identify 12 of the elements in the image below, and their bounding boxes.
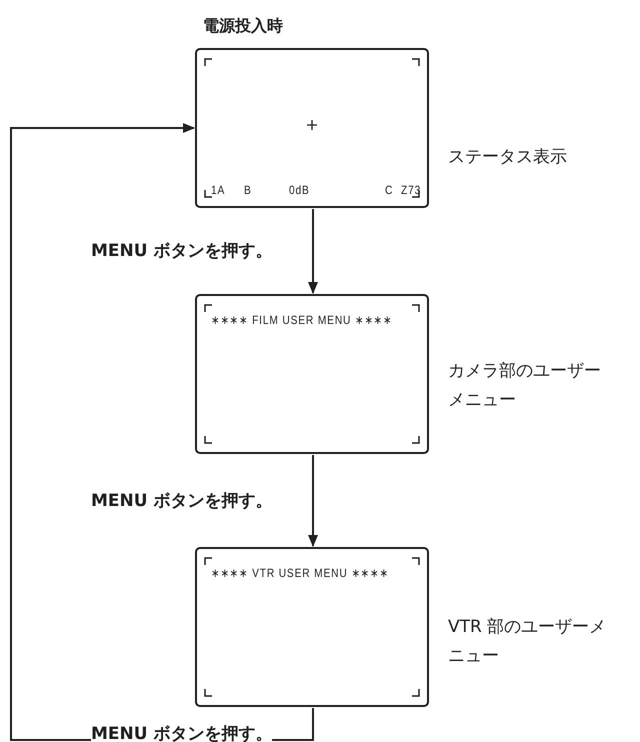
menu-title: ∗∗∗∗ VTR USER MENU ∗∗∗∗	[211, 566, 390, 580]
status-text: 1A	[211, 183, 226, 197]
heading: 電源投入時	[203, 16, 283, 37]
status-text: C	[385, 183, 394, 197]
status-text: B	[244, 183, 252, 197]
caption-text: カメラ部のユーザーメニュー	[448, 360, 602, 412]
arrow	[308, 455, 318, 547]
menu-title: ∗∗∗∗ FILM USER MENU ∗∗∗∗	[211, 313, 394, 327]
caption-text: VTR 部のユーザーメニュー	[448, 616, 608, 668]
status-text: 0dB	[289, 183, 310, 197]
caption-text: ステータス表示	[448, 146, 568, 169]
arrow	[308, 209, 318, 294]
